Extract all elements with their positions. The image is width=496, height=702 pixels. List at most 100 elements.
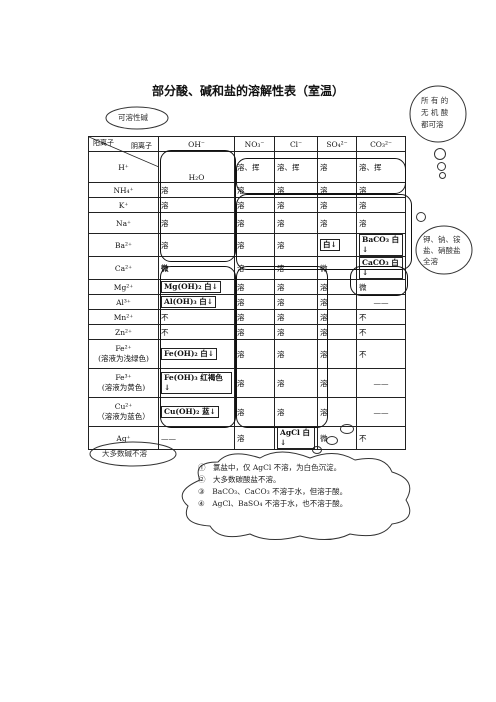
salts-cloud: 钾、钠、铵 盐、硝酸盐 全溶 bbox=[414, 224, 474, 276]
cell-value: 溶 bbox=[277, 312, 285, 322]
cell-value: 溶 bbox=[161, 200, 169, 210]
cell-value: 溶、挥 bbox=[237, 162, 260, 172]
acids-cloud: 所 有 的 无 机 酸 都可溶 bbox=[408, 84, 468, 144]
cell-so4: 溶 bbox=[317, 197, 357, 213]
cell-value: 溶 bbox=[237, 185, 245, 195]
cell-value: 溶 bbox=[277, 218, 285, 228]
cell-so4: 溶 bbox=[317, 324, 357, 340]
cell-value: 溶 bbox=[277, 240, 285, 250]
cell-co3: —— bbox=[356, 397, 406, 427]
cell-value: 白↓ bbox=[320, 239, 340, 251]
cation-cell: K⁺ bbox=[88, 197, 159, 213]
cell-cl: 溶、挥 bbox=[274, 151, 318, 183]
cation-symbol: K⁺ bbox=[118, 200, 129, 210]
cell-no3: 溶 bbox=[234, 233, 275, 257]
notes-list: ① 氯盐中，仅 AgCl 不溶，为白色沉淀。 ② 大多数碳酸盐不溶。 ③ BaC… bbox=[198, 462, 428, 510]
col-header-oh: OH⁻ bbox=[158, 136, 235, 152]
cell-value: —— bbox=[373, 297, 389, 307]
cell-value: 溶 bbox=[320, 185, 328, 195]
cell-so4: 白↓ bbox=[317, 233, 357, 257]
cell-oh: Fe(OH)₃ 红褐色↓ bbox=[158, 368, 235, 398]
cell-cl: 溶 bbox=[274, 309, 318, 325]
cation-symbol: Mg²⁺ bbox=[113, 282, 134, 292]
cation-cell: Ba²⁺ bbox=[88, 233, 159, 257]
cation-symbol: Ba²⁺ bbox=[115, 240, 132, 250]
table-row: Fe³⁺(溶液为黄色)Fe(OH)₃ 红褐色↓溶溶溶—— bbox=[88, 368, 406, 398]
soluble-base-label: 可溶性碱 bbox=[118, 113, 148, 122]
cell-value: H₂O bbox=[188, 173, 205, 182]
cell-value: 溶 bbox=[277, 349, 285, 359]
acids-line-2: 无 机 酸 bbox=[421, 108, 449, 117]
cell-oh: 溶 bbox=[158, 197, 235, 213]
cation-symbol: Fe²⁺ bbox=[115, 344, 132, 353]
cell-value: 不 bbox=[359, 433, 367, 443]
cell-oh: Al(OH)₃ 白↓ bbox=[158, 294, 235, 310]
cell-no3: 溶 bbox=[234, 324, 275, 340]
cell-so4: 微 bbox=[317, 426, 357, 450]
col-header-co3: CO₃²⁻ bbox=[356, 136, 406, 152]
cell-value: 溶 bbox=[320, 218, 328, 228]
cell-value: 溶 bbox=[320, 312, 328, 322]
table-header-row: 阴离子 阳离子 OH⁻ NO₃⁻ Cl⁻ SO₄²⁻ CO₃²⁻ bbox=[88, 136, 406, 167]
col-header-no3: NO₃⁻ bbox=[234, 136, 275, 152]
table-row: Ba²⁺ 溶 溶 溶 白↓ BaCO₃ 白↓ bbox=[88, 233, 406, 257]
cell-cl: 溶 bbox=[274, 212, 318, 234]
cell-value: 溶 bbox=[237, 240, 245, 250]
cell-value: 溶 bbox=[161, 240, 169, 250]
cell-value: 溶 bbox=[320, 200, 328, 210]
header-corner-cell: 阴离子 阳离子 bbox=[88, 136, 159, 167]
salts-line-2: 盐、硝酸盐 bbox=[423, 246, 461, 255]
page-title: 部分酸、碱和盐的溶解性表（室温） bbox=[151, 84, 344, 98]
cell-co3: —— bbox=[356, 294, 406, 310]
cell-value: —— bbox=[373, 407, 389, 417]
cell-co3: 微 bbox=[356, 279, 406, 295]
cell-oh: 不 bbox=[158, 309, 235, 325]
cell-cl: 溶 bbox=[274, 294, 318, 310]
table-row: Fe²⁺(溶液为浅绿色)Fe(OH)₂ 白↓溶溶溶不 bbox=[88, 339, 406, 369]
acids-line-3: 都可溶 bbox=[421, 120, 444, 129]
cell-cl: 溶 bbox=[274, 197, 318, 213]
cell-oh: —— bbox=[158, 426, 235, 450]
cation-symbol: Ca²⁺ bbox=[114, 263, 133, 273]
cell-value: 溶 bbox=[161, 218, 169, 228]
cell-value: 溶 bbox=[320, 282, 328, 292]
cell-value: BaCO₃ 白↓ bbox=[359, 234, 403, 256]
col-header-so4: SO₄²⁻ bbox=[317, 136, 357, 152]
cell-co3: —— bbox=[356, 368, 406, 398]
cell-value: Al(OH)₃ 白↓ bbox=[161, 296, 217, 308]
cell-so4: 溶 bbox=[317, 309, 357, 325]
cell-oh: 溶 bbox=[158, 233, 235, 257]
cell-value: 不 bbox=[359, 327, 367, 337]
cell-oh: 溶 bbox=[158, 182, 235, 198]
cloud-shape-icon bbox=[415, 225, 473, 275]
table-row: K⁺溶溶溶溶溶 bbox=[88, 197, 406, 213]
cell-value: 不 bbox=[161, 312, 169, 322]
cell-co3: BaCO₃ 白↓ bbox=[356, 233, 406, 257]
cell-co3: 不 bbox=[356, 426, 406, 450]
cation-note: (溶液为黄色) bbox=[101, 383, 146, 392]
anion-label: 阴离子 bbox=[131, 142, 152, 150]
cell-value: 溶 bbox=[237, 297, 245, 307]
cell-no3: 溶 bbox=[234, 294, 275, 310]
cation-cell: Mn²⁺ bbox=[88, 309, 159, 325]
cation-cell: Fe²⁺(溶液为浅绿色) bbox=[88, 339, 159, 369]
cell-oh: Mg(OH)₂ 白↓ bbox=[158, 279, 235, 295]
cell-value: 溶 bbox=[237, 282, 245, 292]
cell-value: Fe(OH)₂ 白↓ bbox=[161, 348, 218, 360]
cloud-shape-icon bbox=[105, 106, 169, 130]
cell-value: 溶 bbox=[237, 218, 245, 228]
cell-value: 不 bbox=[359, 312, 367, 322]
cell-oh: H₂O bbox=[158, 151, 235, 183]
cell-value: CaCO₃ 白↓ bbox=[359, 257, 403, 279]
cell-value: 溶 bbox=[320, 407, 328, 417]
cell-no3: 溶 bbox=[234, 212, 275, 234]
cation-symbol: Zn²⁺ bbox=[114, 327, 132, 337]
cell-no3: 溶 bbox=[234, 256, 275, 280]
cell-co3: 溶 bbox=[356, 197, 406, 213]
cation-symbol: Na⁺ bbox=[116, 218, 131, 228]
cell-value: 溶 bbox=[320, 378, 328, 388]
cell-value: 不 bbox=[161, 327, 169, 337]
cell-co3: 溶、挥 bbox=[356, 151, 406, 183]
